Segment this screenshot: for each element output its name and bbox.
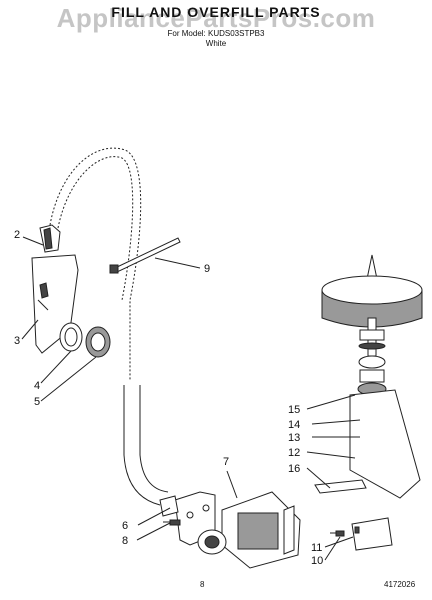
leader-7 <box>226 470 238 499</box>
page-title: FILL AND OVERFILL PARTS <box>111 4 321 20</box>
fill-valve-assembly <box>159 491 301 569</box>
leader-3 <box>21 319 39 340</box>
leader-8 <box>136 522 171 541</box>
callout-6: 6 <box>122 520 128 532</box>
fill-hose-inner <box>139 385 169 493</box>
switch-11 <box>351 517 393 551</box>
document-number: 4172026 <box>384 580 416 589</box>
leader-9 <box>154 257 201 269</box>
cable-tie-9 <box>109 237 181 274</box>
callout-12: 12 <box>288 447 300 459</box>
nut-ring-5 <box>85 326 111 358</box>
leader-5 <box>40 356 97 402</box>
callout-7: 7 <box>223 456 229 468</box>
callout-8: 8 <box>122 535 128 547</box>
leader-16 <box>306 467 331 489</box>
model-line: For Model: KUDS03STPB3 <box>167 29 265 38</box>
fill-hose <box>123 385 161 506</box>
leader-10 <box>324 536 341 561</box>
callout-3: 3 <box>14 335 20 347</box>
callout-9: 9 <box>204 263 210 275</box>
leader-6 <box>137 507 171 526</box>
screw-8 <box>163 519 181 526</box>
page-number: 8 <box>200 580 205 589</box>
float-stem-parts <box>357 317 387 396</box>
callout-2: 2 <box>14 229 20 241</box>
fill-hose-outline <box>49 147 142 380</box>
washer-ring-4 <box>59 322 83 352</box>
callout-15: 15 <box>288 404 300 416</box>
float-15 <box>321 254 423 328</box>
callout-11: 11 <box>311 542 322 554</box>
callout-13: 13 <box>288 432 300 444</box>
leader-15 <box>306 394 356 410</box>
fill-hose-outline-2 <box>57 156 134 301</box>
callout-4: 4 <box>34 380 40 392</box>
callout-16: 16 <box>288 463 300 475</box>
callout-14: 14 <box>288 419 300 431</box>
screw-10 <box>330 530 345 537</box>
leader-2 <box>22 236 44 246</box>
leader-4 <box>40 350 72 384</box>
leader-11 <box>324 536 354 548</box>
callout-10: 10 <box>311 555 323 567</box>
watermark: AppliancePartsPros.com <box>56 3 376 33</box>
leader-12 <box>306 451 356 459</box>
callout-5: 5 <box>34 396 40 408</box>
float-arm-16 <box>314 389 421 499</box>
color-line: White <box>205 39 227 48</box>
leader-14 <box>311 419 361 425</box>
